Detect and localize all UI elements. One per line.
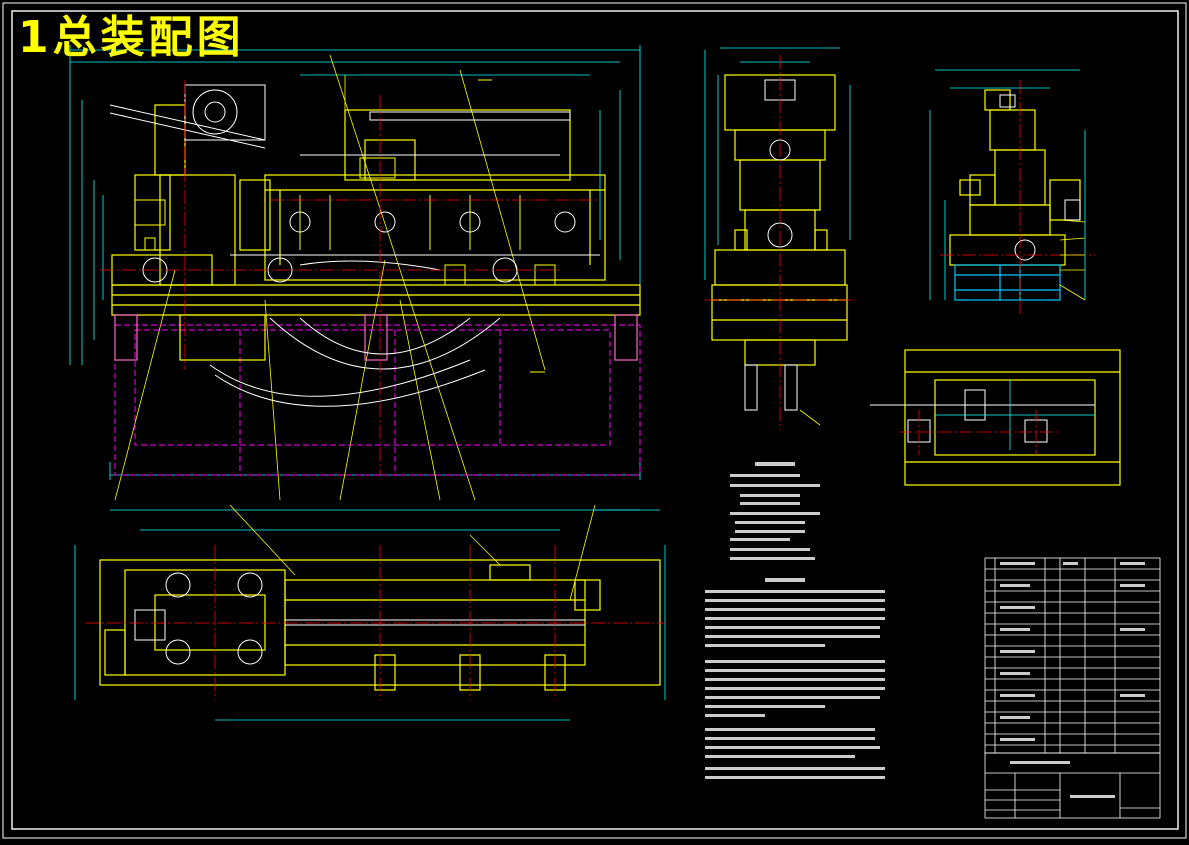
parts-list-text — [1000, 562, 1145, 798]
side-view — [704, 47, 855, 430]
inner-border — [11, 10, 1179, 830]
parts-list — [984, 557, 1161, 754]
plan-view — [74, 504, 666, 721]
section-view — [929, 69, 1095, 315]
drawing-title: 1总装配图 — [18, 12, 245, 63]
technical-notes — [705, 462, 885, 779]
title-block — [984, 752, 1161, 819]
front-view — [69, 45, 641, 501]
detail-view — [870, 349, 1121, 486]
